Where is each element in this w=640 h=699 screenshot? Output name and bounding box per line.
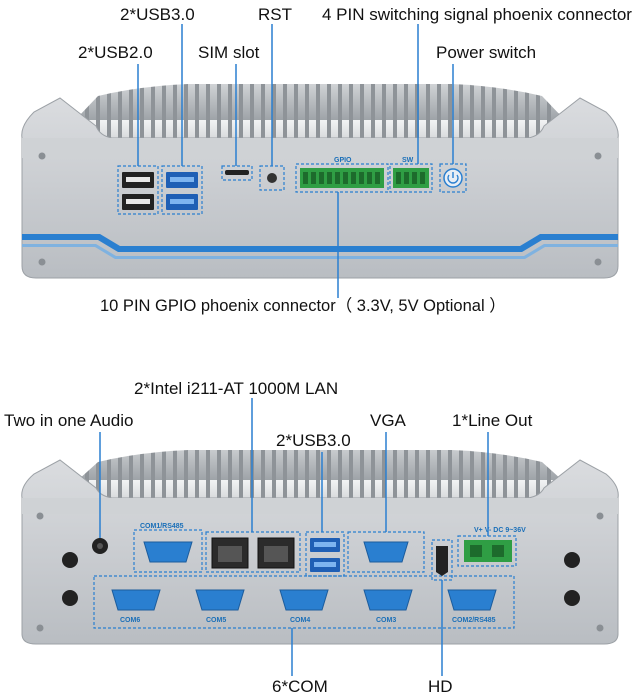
rear-callouts	[99, 398, 489, 676]
hd-port	[436, 546, 448, 576]
front-device: GPIO SW	[21, 24, 619, 298]
rear-hd-label: HD	[428, 677, 453, 696]
com2-panel-text: COM2/RS485	[452, 617, 496, 624]
com2-port	[447, 589, 497, 611]
gpio-highlight	[295, 163, 389, 193]
antenna-hole	[564, 552, 580, 568]
com4-port	[279, 589, 329, 611]
rear-vga-label: VGA	[370, 411, 406, 430]
screw	[594, 152, 602, 160]
com-row-highlight	[93, 575, 515, 629]
rear-device: COM1/RS485 COM6 COM5 COM4 COM3 COM2/RS48…	[21, 398, 619, 676]
screw	[36, 624, 44, 632]
sw-highlight	[389, 163, 433, 193]
rear-com-label: 6*COM	[272, 677, 328, 696]
front-callouts	[137, 24, 454, 298]
front-usb20-label: 2*USB2.0	[78, 43, 153, 62]
front-blue-stripe	[22, 234, 618, 252]
sim-highlight	[221, 165, 253, 181]
dc-panel-text: V+ V- DC 9~36V	[474, 527, 526, 534]
vga-port	[363, 541, 409, 563]
front-rst-label: RST	[258, 5, 292, 24]
screw	[38, 152, 46, 160]
rear-lineout-label: 1*Line Out	[452, 411, 533, 430]
rear-usb30-highlight	[305, 531, 345, 577]
front-power-label: Power switch	[436, 43, 537, 62]
com5-panel-text: COM5	[206, 617, 226, 624]
rear-lan-label: 2*Intel i211-AT 1000M LAN	[134, 379, 339, 398]
gpio-panel-text: GPIO	[334, 157, 352, 164]
front-sim-label: SIM slot	[198, 43, 260, 62]
antenna-hole	[62, 552, 78, 568]
front-heatsink	[58, 84, 582, 138]
com1-port	[143, 541, 193, 563]
com5-port	[195, 589, 245, 611]
screw	[596, 512, 604, 520]
screw	[596, 624, 604, 632]
sim-slot	[225, 170, 249, 175]
rst-button	[267, 173, 277, 183]
front-phoenix4-label: 4 PIN switching signal phoenix connector	[322, 5, 632, 24]
power-icon	[447, 174, 459, 184]
rear-heatsink	[58, 450, 582, 498]
rear-audio-label: Two in one Audio	[4, 411, 134, 430]
front-gpio-label: 10 PIN GPIO phoenix connector（ 3.3V, 5V …	[100, 297, 506, 315]
dc-highlight	[457, 535, 517, 567]
com3-port	[363, 589, 413, 611]
lan-highlight	[205, 531, 301, 573]
antenna-hole	[62, 590, 78, 606]
com6-port	[111, 589, 161, 611]
com4-panel-text: COM4	[290, 617, 310, 624]
com6-panel-text: COM6	[120, 617, 140, 624]
rear-usb30-label: 2*USB3.0	[276, 431, 351, 450]
antenna-hole	[564, 590, 580, 606]
com3-panel-text: COM3	[376, 617, 396, 624]
screw	[594, 258, 602, 266]
screw	[38, 258, 46, 266]
com1-panel-text: COM1/RS485	[140, 523, 184, 530]
front-usb30-label: 2*USB3.0	[120, 5, 195, 24]
sw-panel-text: SW	[402, 157, 414, 164]
screw	[36, 512, 44, 520]
